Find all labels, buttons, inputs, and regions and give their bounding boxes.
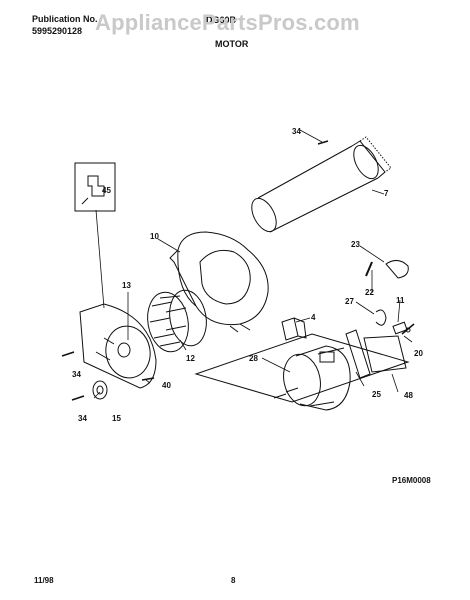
motor-clamp-part-4 xyxy=(281,317,307,341)
callout-25: 25 xyxy=(372,390,381,399)
model-number: DG60B xyxy=(206,15,237,25)
callout-23: 23 xyxy=(351,240,360,249)
screw-34-left xyxy=(61,351,75,357)
blower-wheel-part-12 xyxy=(147,289,207,353)
inset-box-part-45 xyxy=(74,162,116,212)
callout-15: 15 xyxy=(112,414,121,423)
publication-label: Publication No. xyxy=(32,14,98,24)
blower-housing-part-10 xyxy=(169,231,269,333)
callout-34-bottom: 34 xyxy=(78,414,87,423)
leader-lines xyxy=(93,129,413,399)
callout-28: 28 xyxy=(249,354,258,363)
callout-48: 48 xyxy=(404,391,413,400)
screw-34-top xyxy=(317,140,329,145)
idler-assembly xyxy=(365,260,409,335)
callout-34-top: 34 xyxy=(292,127,301,136)
mounting-plate-outline xyxy=(194,333,410,403)
callout-34-left: 34 xyxy=(72,370,81,379)
callout-40: 40 xyxy=(162,381,171,390)
footer-page: 8 xyxy=(231,576,236,585)
screw-34-bottom xyxy=(71,395,85,401)
callout-10: 10 xyxy=(150,232,159,241)
callout-4: 4 xyxy=(311,313,316,322)
motor-part-28 xyxy=(273,345,351,411)
blower-cover-part-13 xyxy=(79,303,157,389)
part-40 xyxy=(141,377,155,381)
part-15 xyxy=(92,380,108,400)
section-title: MOTOR xyxy=(215,39,249,49)
callout-22: 22 xyxy=(365,288,374,297)
callout-20: 20 xyxy=(414,349,423,358)
publication-number: 5995290128 xyxy=(32,26,83,36)
duct-part-7 xyxy=(251,136,392,233)
figure-code: P16M0008 xyxy=(392,476,431,485)
callout-11: 11 xyxy=(396,296,405,305)
callout-12: 12 xyxy=(186,354,195,363)
callout-13: 13 xyxy=(122,281,131,290)
watermark: AppliancePartsPros.com xyxy=(95,10,360,35)
callout-27: 27 xyxy=(345,297,354,306)
callout-7: 7 xyxy=(384,189,389,198)
callout-45: 45 xyxy=(102,186,111,195)
footer-date: 11/98 xyxy=(34,576,54,585)
motor-mount-part-25 xyxy=(345,329,407,379)
rod-part-20 xyxy=(401,323,415,335)
